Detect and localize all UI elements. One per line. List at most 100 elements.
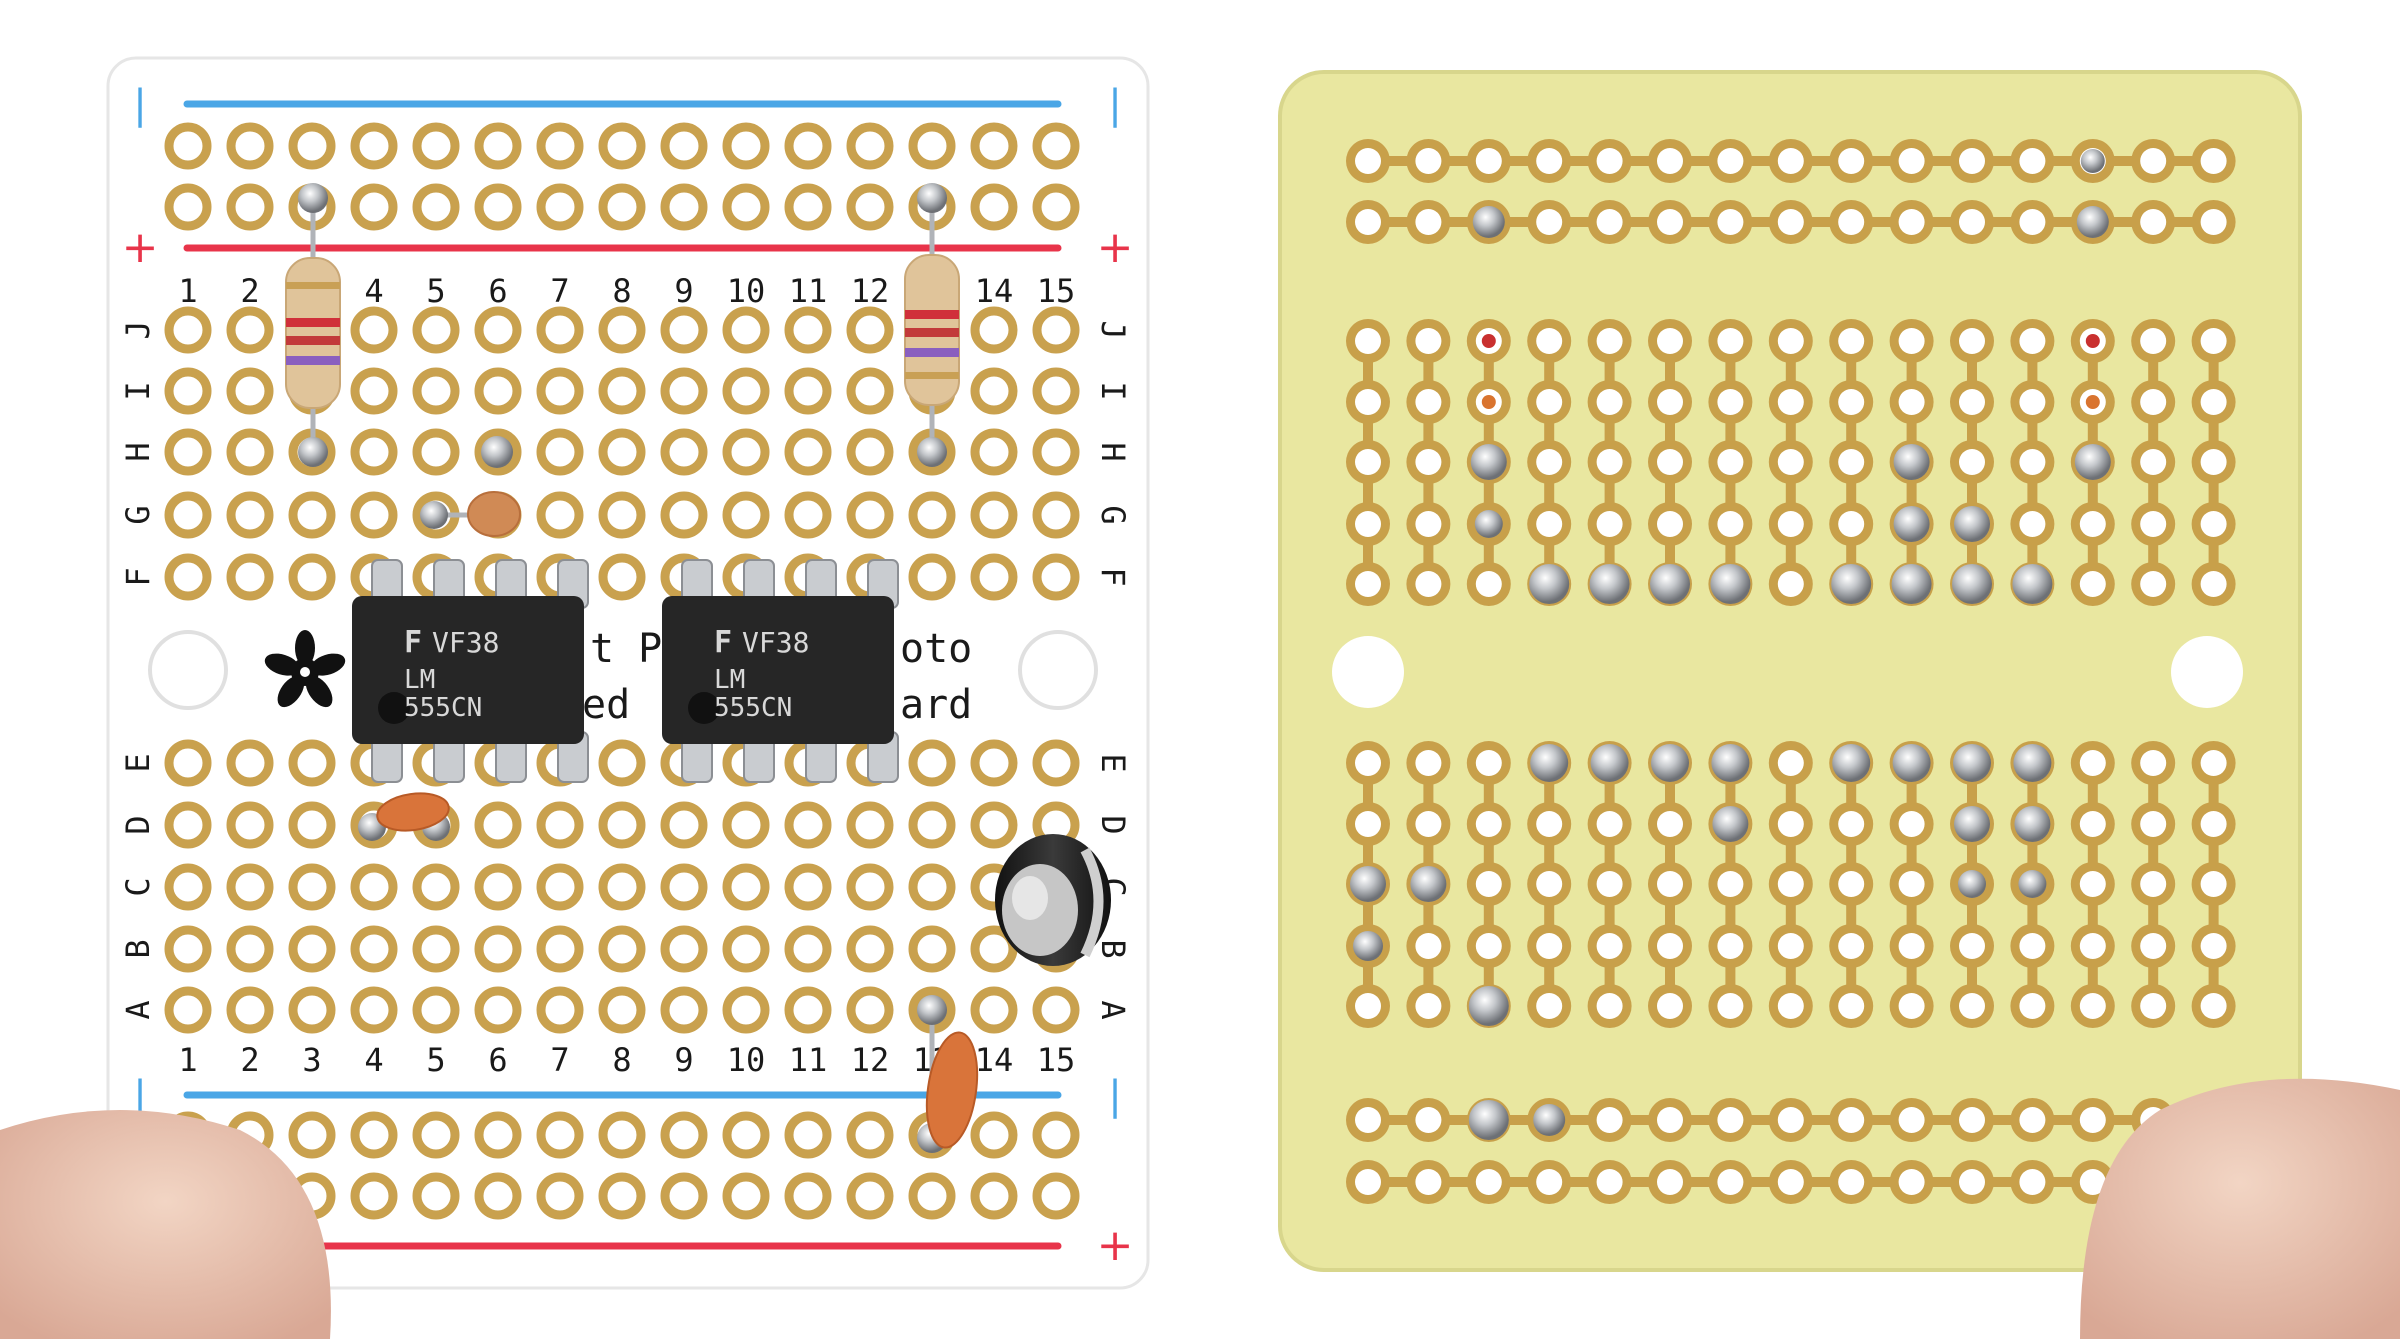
drill-hole (1415, 993, 1442, 1019)
pad (908, 801, 956, 849)
drill-hole (1596, 871, 1623, 897)
drill-hole (2140, 449, 2167, 475)
solder-joint (1590, 744, 1629, 782)
pad (660, 306, 708, 354)
pad (474, 306, 522, 354)
pad (226, 863, 274, 911)
pad (474, 367, 522, 415)
pad (350, 491, 398, 539)
drill-hole (1536, 811, 1563, 837)
solder-joint (1952, 564, 1992, 604)
drill-hole (1536, 1169, 1563, 1195)
drill-hole (1475, 871, 1502, 897)
drill-hole (2019, 933, 2046, 959)
column-number: 8 (612, 1041, 631, 1079)
pad (722, 491, 770, 539)
drill-hole (2019, 328, 2046, 354)
pad (412, 122, 460, 170)
pad (536, 863, 584, 911)
drill-hole (1717, 1107, 1744, 1133)
pad (784, 801, 832, 849)
drill-hole (1355, 511, 1381, 537)
pad (846, 491, 894, 539)
pad (412, 1111, 460, 1159)
pad (846, 183, 894, 231)
pad (536, 986, 584, 1034)
pad (846, 1172, 894, 1220)
pad (660, 491, 708, 539)
pad (350, 986, 398, 1034)
pad (598, 553, 646, 601)
pad (474, 122, 522, 170)
drill-hole (1959, 449, 1985, 475)
drill-hole (2200, 811, 2227, 837)
solder-joints (1350, 149, 2111, 1140)
drill-hole (1415, 1107, 1442, 1133)
rail-plus-symbol: + (1097, 1220, 1134, 1271)
pad (598, 739, 646, 787)
drill-hole (1959, 389, 1985, 415)
drill-hole (1838, 1107, 1865, 1133)
drill-hole (1838, 811, 1865, 837)
row-letter: J (1094, 320, 1132, 339)
silkscreen-text: t P (590, 626, 662, 672)
pad (536, 1111, 584, 1159)
drill-hole (1536, 389, 1563, 415)
mounting-hole (2171, 636, 2243, 708)
pad (350, 925, 398, 973)
solder-joint (2014, 806, 2051, 842)
pad (536, 367, 584, 415)
solder-joint (2012, 564, 2053, 604)
pad (660, 863, 708, 911)
drill-hole (1959, 993, 1985, 1019)
pad (598, 1111, 646, 1159)
pad (1032, 122, 1080, 170)
drill-hole (1717, 389, 1744, 415)
drill-hole (2019, 148, 2046, 174)
row-letter: I (119, 381, 157, 400)
pad (474, 986, 522, 1034)
drill-hole (2200, 209, 2227, 235)
pad (846, 801, 894, 849)
drill-hole (1475, 750, 1502, 776)
drill-hole (2079, 933, 2106, 959)
pad (660, 801, 708, 849)
wire-stub (2085, 334, 2100, 348)
pad (660, 925, 708, 973)
pad (970, 367, 1018, 415)
drill-hole (1536, 933, 1563, 959)
pad (412, 428, 460, 476)
ceramic-capacitor-top (420, 491, 521, 537)
drill-hole (2079, 871, 2106, 897)
drill-hole (1838, 328, 1865, 354)
column-number: 11 (789, 1041, 828, 1079)
row-letter: D (1094, 815, 1132, 834)
finger-left (0, 1110, 331, 1339)
drill-hole (2140, 511, 2167, 537)
pad (722, 863, 770, 911)
pad (970, 428, 1018, 476)
drill-hole (1777, 511, 1804, 537)
solder-joint (1650, 564, 1690, 604)
drill-hole (1717, 993, 1744, 1019)
drill-hole (1596, 511, 1623, 537)
drill-hole (1959, 209, 1985, 235)
chip-brand-logo: F (714, 625, 732, 660)
drill-hole (1536, 148, 1563, 174)
pad (784, 925, 832, 973)
drill-hole (1536, 328, 1563, 354)
drill-hole (1415, 750, 1442, 776)
pad (164, 863, 212, 911)
pad (412, 986, 460, 1034)
power-rails: ||||+++ (122, 82, 1134, 1271)
silkscreen-text: ed (582, 682, 630, 728)
drill-hole (1415, 328, 1442, 354)
pad (164, 122, 212, 170)
pad (164, 306, 212, 354)
drill-hole (2079, 571, 2106, 597)
pad (598, 306, 646, 354)
wire-stub (1481, 395, 1496, 409)
front-board-substrate (106, 56, 1150, 1290)
rail-minus-symbol: | (128, 82, 152, 128)
